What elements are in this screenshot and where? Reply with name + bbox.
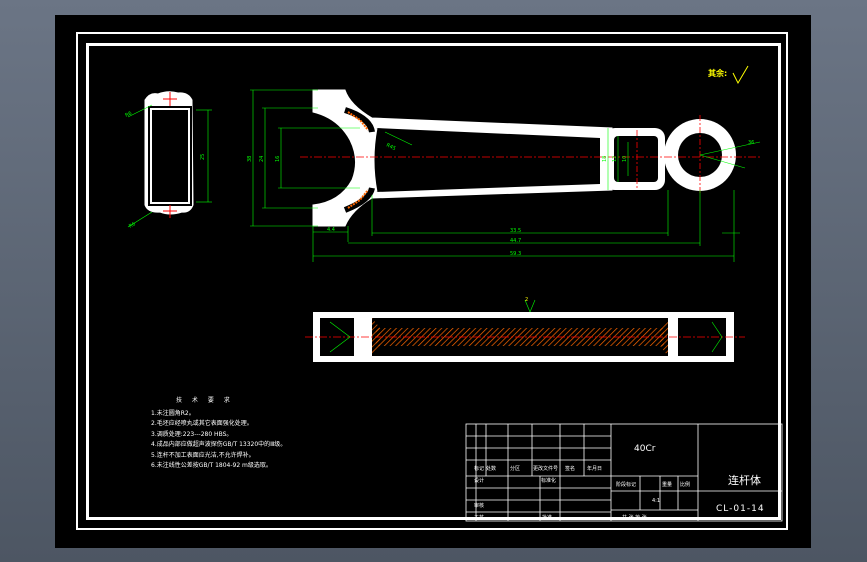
surface-roughness-label: 其余:: [708, 69, 728, 78]
dim-small-end-bore: 10: [622, 156, 628, 162]
header-signature: 签名: [565, 466, 576, 472]
drawing-number: CL-01-14: [716, 504, 765, 514]
dim-small-end-inner: 12: [612, 156, 618, 162]
small-end-dims: [607, 128, 629, 190]
technical-requirements: 技 术 要 求 1.未注圆角R2。 2.毛坯应经喷丸或其它表面强化处理。 3.调…: [151, 396, 286, 472]
label-review: 审核: [474, 503, 485, 509]
weld-note: 2: [525, 297, 528, 303]
front-view-vertical-dims: [250, 89, 360, 227]
dim-length-44: 4.4: [327, 227, 335, 233]
note-item: 5.连杆不加工表面应光洁,不允许焊补。: [151, 451, 255, 459]
dim-24: 24: [259, 156, 265, 162]
header-mark: 标记: [474, 466, 485, 472]
dim-length-447: 44.7: [510, 238, 521, 244]
note-item: 1.未注圆角R2。: [151, 409, 195, 417]
title-block-grid: [465, 423, 783, 522]
header-date: 年月日: [587, 466, 603, 472]
dim-r6-bottom: R6: [128, 221, 137, 230]
note-item: 3.调质处理:223---280 HBS。: [151, 430, 233, 438]
label-weight: 重量: [662, 482, 673, 488]
label-ratio: 比例: [680, 482, 691, 488]
header-zone: 分区: [510, 466, 521, 472]
header-change-doc: 更改文件号: [533, 466, 559, 472]
note-item: 6.未注线性公差按GB/T 1804-92 m级选取。: [151, 462, 272, 469]
dim-16: 16: [275, 156, 281, 162]
section-view: [305, 299, 745, 362]
material-label: 40Cr: [634, 444, 656, 454]
notes-title: 技 术 要 求: [176, 397, 234, 404]
note-item: 2.毛坯应经喷丸或其它表面强化处理。: [151, 420, 253, 427]
label-standard: 标准化: [541, 478, 557, 484]
inner-frame: [86, 43, 781, 520]
dim-36: 36: [748, 140, 754, 146]
dim-small-end-height: 18: [602, 156, 608, 162]
label-stage: 阶段标记: [616, 482, 637, 488]
dim-r6-top: R6: [124, 111, 133, 119]
dim-38: 38: [247, 156, 253, 162]
horizontal-dims: [312, 190, 740, 262]
label-design: 设计: [474, 478, 485, 484]
end-view: [127, 91, 212, 228]
roughness-symbol-icon: [732, 65, 749, 85]
title-block: 40Cr 连杆体 CL-01-14 4:1 标记 处数 分区 更改文件号 签名 …: [466, 424, 782, 521]
outer-frame: [76, 32, 788, 530]
dim-length-335: 33.5: [510, 228, 521, 234]
note-item: 4.成品内部应做超声波探伤GB/T 13320中的Ⅲ级。: [151, 441, 287, 448]
scale-value: 4:1: [652, 498, 661, 504]
label-approve: 批准: [542, 515, 553, 521]
header-count: 处数: [486, 466, 497, 472]
dim-r45: R45: [385, 142, 396, 152]
dim-length-593: 59.3: [510, 251, 521, 257]
part-name: 连杆体: [728, 474, 761, 487]
dim-end-height: 25: [200, 154, 206, 160]
label-sheets: 共 张 第 张: [622, 515, 647, 521]
label-process: 工艺: [474, 515, 485, 521]
front-view: [300, 89, 761, 227]
